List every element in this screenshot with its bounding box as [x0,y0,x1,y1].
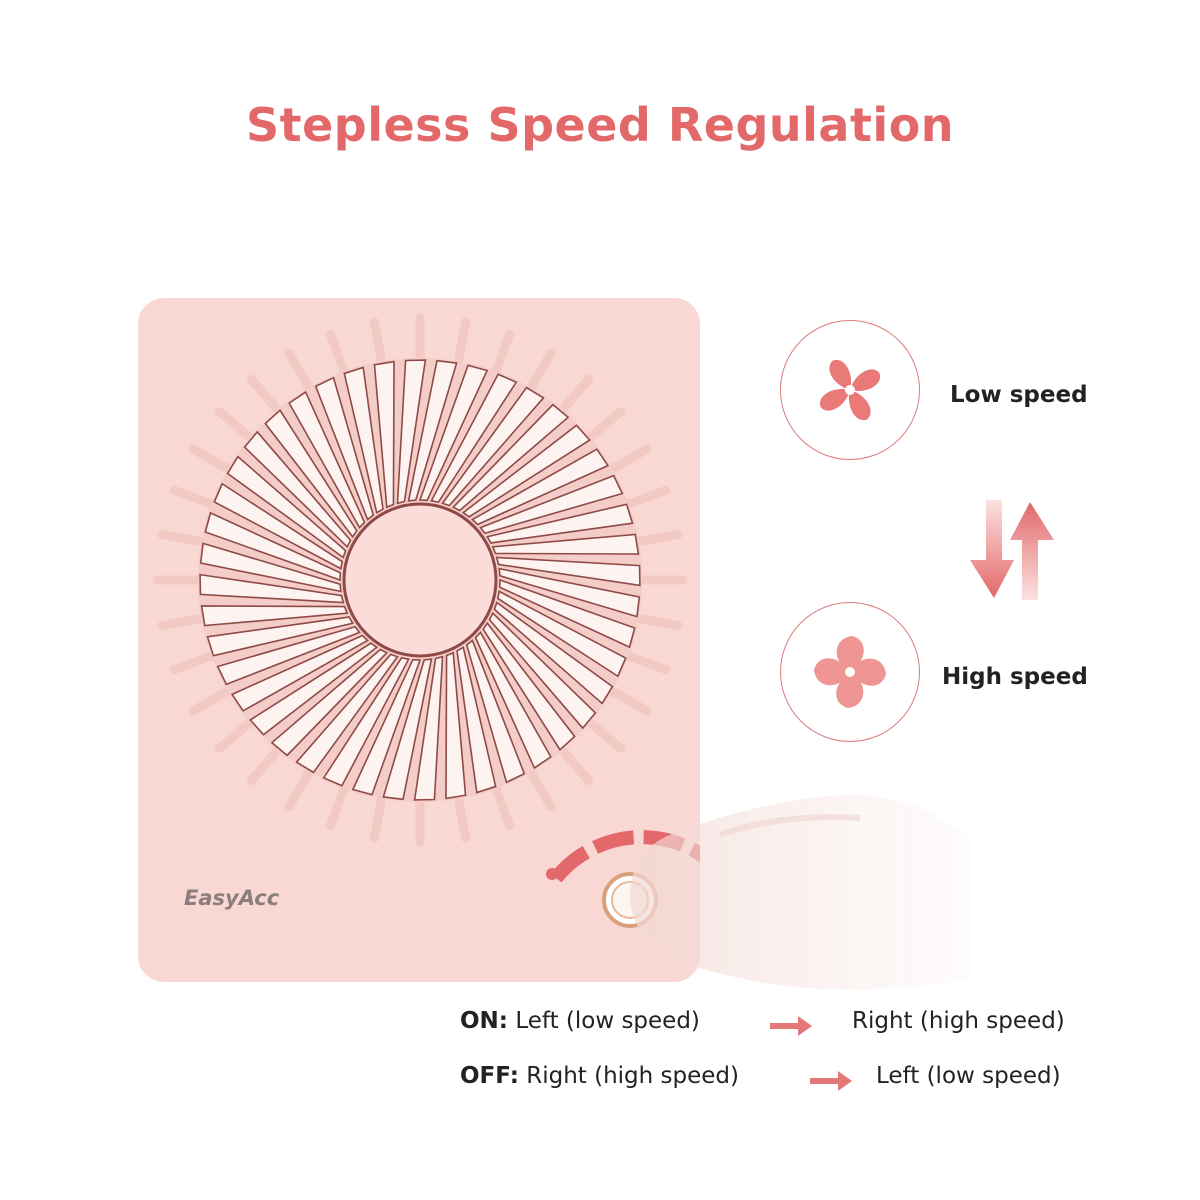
fan-blade [465,639,526,784]
on-from-text: Left (low speed) [515,1008,700,1034]
off-from-text: Right (high speed) [526,1063,739,1089]
fan-blade [382,658,433,801]
low-speed-circle [780,320,920,460]
fan-blade [322,656,410,787]
fan-blade [474,631,552,770]
brand-logo: EasyAcc [184,886,280,910]
fan-blade [226,455,347,559]
fan-blade [491,533,640,555]
high-speed-circle [780,602,920,742]
fan-illustration [153,313,700,883]
fan-high-speed-icon [814,636,886,708]
fan-blade [471,448,610,526]
fan-blade [206,616,354,657]
fan-blade [498,567,641,618]
fan-blade [314,376,375,521]
fan-blade [343,366,384,514]
fan-blade [486,503,634,544]
fan-blade [482,621,576,751]
fan-blade [488,611,597,730]
up-down-arrows-icon [970,500,1054,600]
fan-blade [216,625,361,686]
off-label: OFF: [460,1063,519,1089]
fan-blade [213,482,344,570]
fan-blade [496,590,627,678]
fan-blade [264,409,358,539]
fan-hub [342,502,498,658]
fan-blade [270,648,389,757]
fan-blade [461,424,591,518]
fan-blade [493,601,614,705]
hand-icon [630,794,970,990]
fan-blade [441,386,545,507]
fan-blade [495,556,641,587]
fan-blade [200,605,349,627]
on-to-text: Right (high speed) [852,1008,1065,1034]
fan-blade [479,474,624,535]
fan-blade [199,573,345,604]
right-arrow-icon [810,1071,852,1091]
off-instruction: OFF: Right (high speed) [460,1063,739,1089]
fan-blade [351,658,422,796]
speed-dial-arc [550,830,700,883]
fan-blade [407,359,458,502]
fan-blade [204,511,342,582]
fan-blade [230,634,369,712]
speed-dial-start-dot [546,868,558,880]
fan-blade [249,642,379,736]
fan-blade [373,360,395,509]
fan-low-speed-icon [819,359,881,421]
fan-blade [243,430,352,549]
fan-blade [418,364,489,502]
fan-blades [199,359,641,801]
low-speed-label: Low speed [950,382,1088,408]
fan-blade [456,646,497,794]
fan-blade [396,359,427,505]
on-label: ON: [460,1008,508,1034]
off-to-text: Left (low speed) [876,1063,1061,1089]
high-speed-label: High speed [942,664,1088,690]
fan-blade [295,653,399,774]
on-instruction: ON: Left (low speed) [460,1008,700,1034]
fan-blade [199,542,342,593]
fan-blade [413,655,444,801]
fan-blade [430,373,518,504]
page-title: Stepless Speed Regulation [245,98,955,152]
right-arrow-icon [770,1016,812,1036]
fan-blade [498,578,636,649]
fan-blade [451,403,570,512]
fan-blade [445,651,467,800]
fan-blade [288,390,366,529]
